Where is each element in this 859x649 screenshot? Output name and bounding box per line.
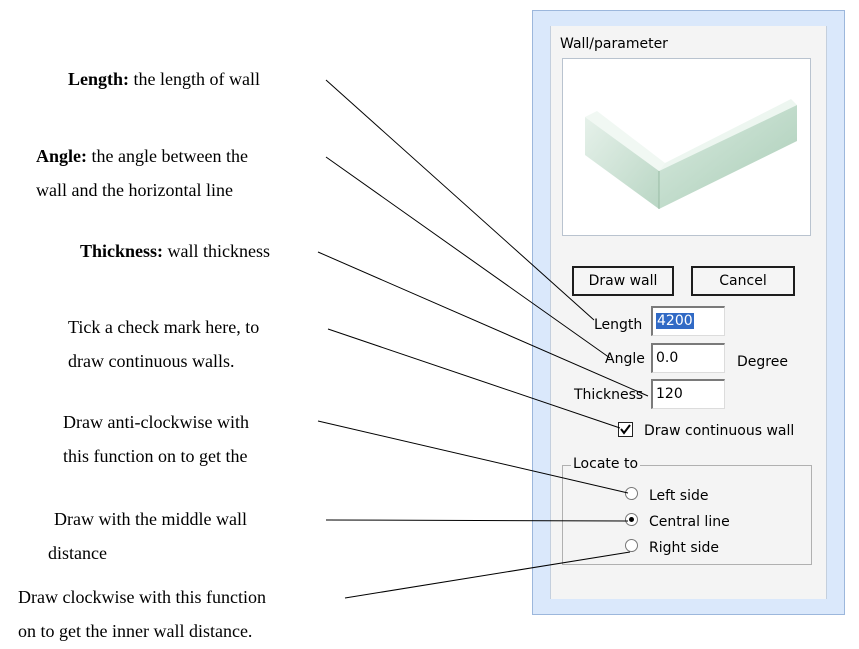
dialog-title: Wall/parameter (560, 36, 668, 52)
annotation-central-line2: distance (48, 543, 107, 563)
length-label: Length (594, 317, 643, 333)
draw-wall-button[interactable]: Draw wall (572, 266, 674, 296)
leader-central-line (325, 519, 629, 522)
annotation-length: Length: the length of wall (68, 62, 260, 96)
locate-to-group: Locate to (562, 456, 812, 565)
thickness-input[interactable]: 120 (651, 379, 725, 409)
angle-input[interactable]: 0.0 (651, 343, 725, 373)
continuous-wall-checkbox[interactable] (618, 422, 633, 437)
thickness-label: Thickness (574, 387, 644, 403)
annotation-angle-line1: the angle between the (87, 146, 248, 166)
angle-label: Angle (605, 351, 645, 367)
annotation-left-line2: this function on to get the (63, 446, 248, 466)
annotation-right-line2: on to get the inner wall distance. (18, 621, 253, 641)
annotation-right-line1: Draw clockwise with this function (18, 587, 266, 607)
length-input[interactable]: 4200 (651, 306, 725, 336)
continuous-wall-label[interactable]: Draw continuous wall (644, 423, 795, 439)
annotation-central-line: Draw with the middle wall distance (48, 502, 247, 570)
leader-angle (325, 156, 611, 359)
angle-value: 0.0 (656, 350, 679, 366)
annotation-angle-line2: wall and the horizontal line (36, 180, 233, 200)
annotation-length-text: the length of wall (129, 69, 260, 89)
leader-right-side (344, 551, 631, 599)
leader-left-side (317, 420, 629, 494)
option-left-side[interactable]: Left side (649, 488, 709, 504)
annotation-right-side: Draw clockwise with this function on to … (18, 580, 266, 648)
annotation-angle: Angle: the angle between the wall and th… (36, 139, 248, 207)
checkmark-icon (620, 424, 631, 435)
wall-corner-icon (585, 99, 797, 209)
annotation-continuous-line1: Tick a check mark here, to (68, 317, 260, 337)
annotation-left-line1: Draw anti-clockwise with (63, 412, 249, 432)
option-central-line[interactable]: Central line (649, 514, 730, 530)
annotation-continuous: Tick a check mark here, to draw continuo… (68, 310, 259, 378)
annotation-thickness-term: Thickness: (80, 241, 164, 261)
annotation-left-side: Draw anti-clockwise with this function o… (63, 405, 249, 473)
radio-left-side[interactable] (625, 487, 638, 500)
annotation-angle-term: Angle: (36, 146, 87, 166)
thickness-value: 120 (656, 386, 683, 402)
annotation-continuous-line2: draw continuous walls. (68, 351, 235, 371)
wall-preview-image (562, 58, 811, 236)
option-right-side[interactable]: Right side (649, 540, 719, 556)
annotation-central-line1: Draw with the middle wall (54, 509, 247, 529)
angle-unit: Degree (737, 354, 788, 370)
leader-length (325, 79, 595, 321)
locate-to-label: Locate to (571, 456, 641, 472)
annotation-length-term: Length: (68, 69, 130, 89)
leader-thickness (317, 251, 649, 397)
cancel-button[interactable]: Cancel (691, 266, 795, 296)
leader-continuous (327, 328, 621, 429)
length-value: 4200 (656, 313, 694, 329)
radio-right-side[interactable] (625, 539, 638, 552)
annotation-thickness-text: wall thickness (163, 241, 271, 261)
radio-central-line[interactable] (625, 513, 638, 526)
annotation-thickness: Thickness: wall thickness (80, 234, 270, 268)
